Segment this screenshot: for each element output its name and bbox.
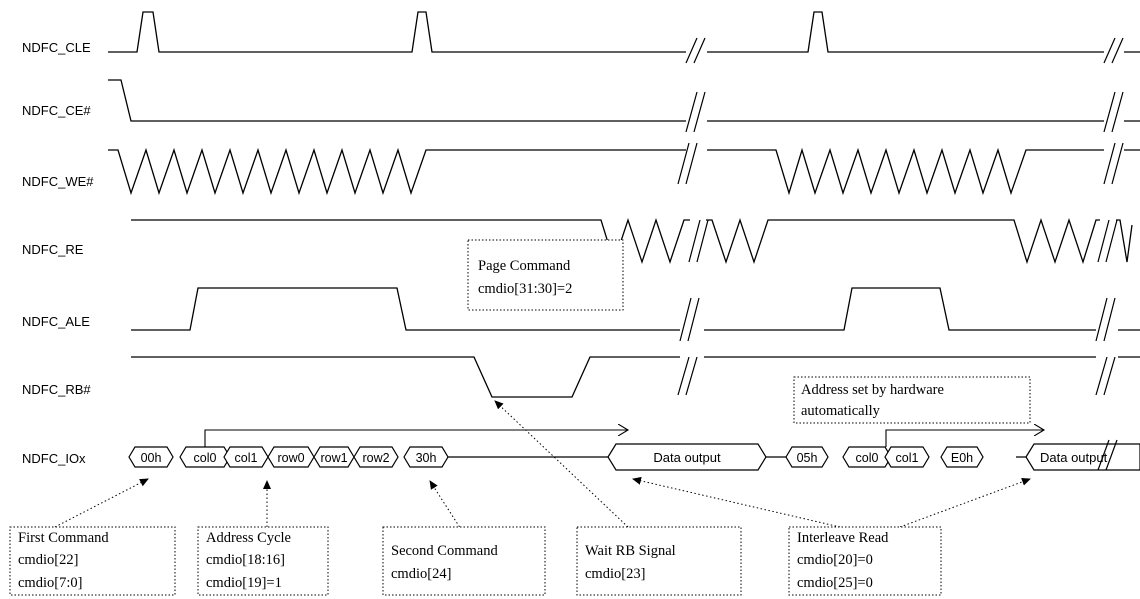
note-page-command-line-1: Page Command (478, 258, 571, 274)
bus-seg-e0h (940, 446, 984, 468)
note-address-cycle: Address Cycle cmdio[18:16] cmdio[19]=1 (197, 526, 329, 596)
note-box-address-hardware (793, 376, 1031, 424)
note-first-command-line-2: cmdio[22] (18, 552, 78, 568)
note-first-command-line-1: First Command (18, 530, 109, 546)
bus-seg-col1-b (884, 446, 930, 468)
signal-label-ce: NDFC_CE# (22, 103, 91, 118)
note-interleave-read-line-1: Interleave Read (797, 530, 889, 546)
break-ce-1 (685, 91, 706, 133)
break-re-1 (688, 219, 709, 263)
break-we-2 (1103, 142, 1124, 185)
signal-label-rb: NDFC_RB# (22, 382, 91, 397)
bus-seg-30h (403, 446, 449, 468)
signal-label-cle: NDFC_CLE (22, 40, 91, 55)
signal-label-io: NDFC_IOx (22, 451, 86, 466)
note-interleave-read-line-3: cmdio[25]=0 (797, 575, 873, 591)
wave-re (131, 217, 1133, 265)
address-bracket-b (885, 430, 1044, 447)
wave-cle (108, 11, 1140, 53)
bus-label-data-output-b: Data output (1040, 450, 1108, 465)
note-first-command-line-3: cmdio[7:0] (18, 575, 82, 591)
bus-seg-00h (128, 446, 174, 468)
break-rb-2 (1095, 356, 1116, 396)
break-ale-2 (1095, 297, 1116, 342)
bus-seg-row2 (353, 446, 399, 468)
note-page-command: Page Command cmdio[31:30]=2 (467, 239, 624, 311)
wave-ale (131, 287, 1140, 331)
note-address-cycle-line-3: cmdio[19]=1 (206, 575, 282, 591)
bus-label-00h: 00h (141, 451, 162, 465)
note-address-hardware: Address set by hardware automatically (793, 376, 1031, 424)
note-box-interleave-read (788, 526, 942, 596)
signal-label-re: NDFC_RE (22, 242, 84, 257)
note-box-address-cycle (197, 526, 329, 596)
bus-label-data-output-a: Data output (653, 450, 721, 465)
note-box-wait-rb (576, 526, 742, 596)
bus-label-30h: 30h (416, 451, 437, 465)
address-bracket-a (204, 430, 628, 447)
note-box-page-command (467, 239, 624, 311)
bus-label-05h: 05h (797, 451, 818, 465)
break-cle-1 (685, 37, 706, 64)
note-first-command: First Command cmdio[22] cmdio[7:0] (9, 526, 176, 596)
note-address-cycle-line-1: Address Cycle (206, 530, 291, 546)
note-interleave-read-line-2: cmdio[20]=0 (797, 552, 873, 568)
bus-seg-data-output-a (607, 443, 767, 471)
note-address-hardware-line-2: automatically (801, 403, 881, 419)
break-re-2 (1097, 219, 1118, 263)
bus-label-e0h: E0h (951, 451, 973, 465)
signal-label-we: NDFC_WE# (22, 174, 94, 189)
bus-label-col1-a: col1 (235, 451, 258, 465)
pointer-interleave-right (899, 478, 1031, 528)
pointer-interleave-left (632, 476, 841, 528)
note-wait-rb-line-1: Wait RB Signal (585, 543, 676, 559)
pointer-wait-rb (494, 400, 629, 528)
note-box-first-command (9, 526, 176, 596)
note-wait-rb-line-2: cmdio[23] (585, 566, 645, 582)
break-io (1097, 439, 1118, 471)
bus-label-row2: row2 (362, 451, 389, 465)
wave-rb (131, 356, 1140, 398)
signal-label-ale: NDFC_ALE (22, 314, 90, 329)
bus-seg-data-output-b (1025, 443, 1140, 471)
note-page-command-line-2: cmdio[31:30]=2 (478, 281, 572, 297)
bus-label-col1-b: col1 (896, 451, 919, 465)
break-we-1 (677, 142, 698, 185)
bus-label-row0: row0 (277, 451, 304, 465)
bus-label-row1: row1 (320, 451, 347, 465)
pointer-second-command (429, 480, 467, 538)
pointer-first-command (54, 478, 149, 528)
break-rb-1 (677, 356, 698, 396)
bus-seg-05h (785, 446, 829, 468)
bus-label-col0-a: col0 (194, 451, 217, 465)
note-wait-rb: Wait RB Signal cmdio[23] (576, 526, 742, 596)
note-second-command-line-2: cmdio[24] (391, 566, 451, 582)
note-box-second-command (382, 526, 546, 596)
note-interleave-read: Interleave Read cmdio[20]=0 cmdio[25]=0 (788, 526, 942, 596)
note-address-cycle-line-2: cmdio[18:16] (206, 552, 285, 568)
break-cle-2 (1103, 37, 1124, 64)
note-second-command-line-1: Second Command (391, 543, 498, 559)
note-second-command: Second Command cmdio[24] (382, 526, 546, 596)
break-ce-2 (1103, 91, 1124, 133)
note-address-hardware-line-1: Address set by hardware (801, 382, 944, 398)
bus-label-col0-b: col0 (856, 451, 879, 465)
io-bus: 00h col0 col1 row0 row1 row2 30h Data ou… (128, 439, 1140, 471)
wave-ce (108, 79, 1140, 122)
wave-we (108, 147, 1140, 196)
break-ale-1 (679, 297, 700, 342)
